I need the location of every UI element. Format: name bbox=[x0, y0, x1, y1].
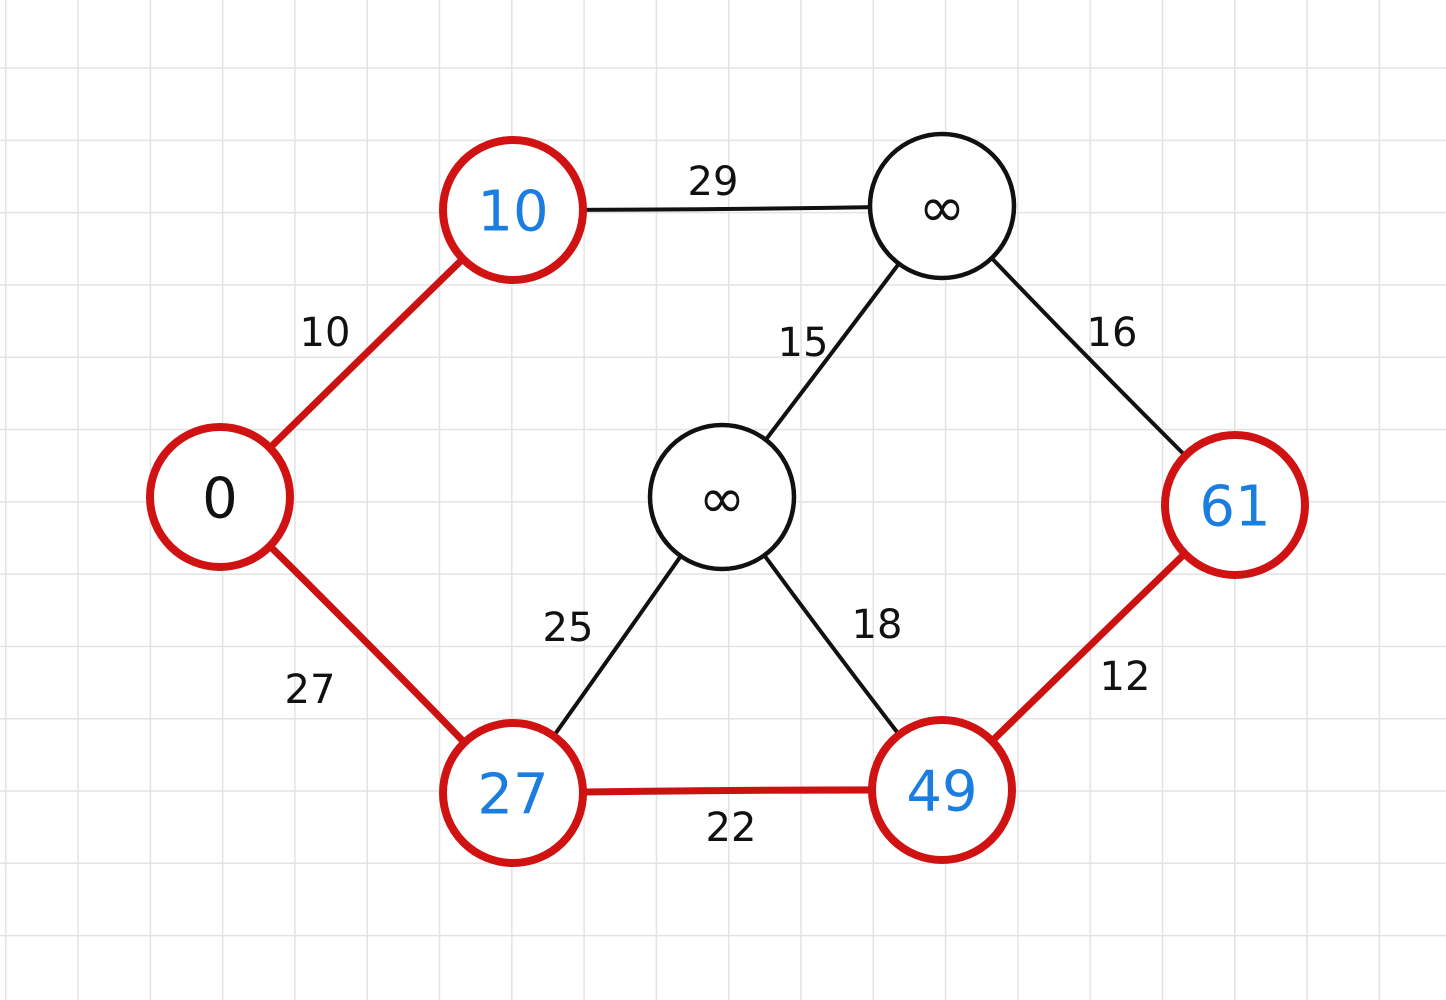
node-ring bbox=[867, 131, 1017, 281]
node-ring-highlight bbox=[439, 719, 587, 867]
node-distance-label: ∞ bbox=[699, 467, 746, 532]
edge-weight-label: 12 bbox=[1100, 654, 1151, 700]
node-distance-label: 49 bbox=[906, 760, 977, 825]
edge-weight-label: 10 bbox=[300, 310, 351, 356]
node-distance-label: 10 bbox=[477, 180, 548, 245]
edge-weight-label: 27 bbox=[285, 667, 336, 713]
node-ring-highlight bbox=[868, 716, 1016, 864]
node-ring-highlight bbox=[439, 136, 587, 284]
node-ring-highlight bbox=[1161, 431, 1309, 579]
node-distance-label: 0 bbox=[202, 467, 238, 532]
node-c-unvisited: ∞ bbox=[867, 131, 1017, 281]
node-distance-label: ∞ bbox=[919, 176, 966, 241]
node-f-visited: 49 bbox=[868, 716, 1016, 864]
node-ring-highlight bbox=[146, 423, 294, 571]
edge-weight-label: 15 bbox=[778, 320, 829, 366]
edge-weight-label: 16 bbox=[1087, 310, 1138, 356]
node-b-visited: 10 bbox=[439, 136, 587, 284]
edge-weight-label: 25 bbox=[543, 605, 594, 651]
node-a-visited: 0 bbox=[146, 423, 294, 571]
node-g-visited: 61 bbox=[1161, 431, 1309, 579]
edge-weight-label: 29 bbox=[688, 159, 739, 205]
edge-weight-label: 18 bbox=[852, 602, 903, 648]
node-e-visited: 27 bbox=[439, 719, 587, 867]
node-distance-label: 27 bbox=[477, 763, 548, 828]
node-distance-label: 61 bbox=[1199, 475, 1270, 540]
weights-layer: 10 27 29 15 16 25 18 22 12 bbox=[285, 159, 1151, 851]
nodes-layer: 0 10 ∞ ∞ 27 49 61 bbox=[146, 131, 1309, 867]
node-d-unvisited: ∞ bbox=[647, 422, 797, 572]
edge-weight-label: 22 bbox=[706, 805, 757, 851]
node-ring bbox=[647, 422, 797, 572]
